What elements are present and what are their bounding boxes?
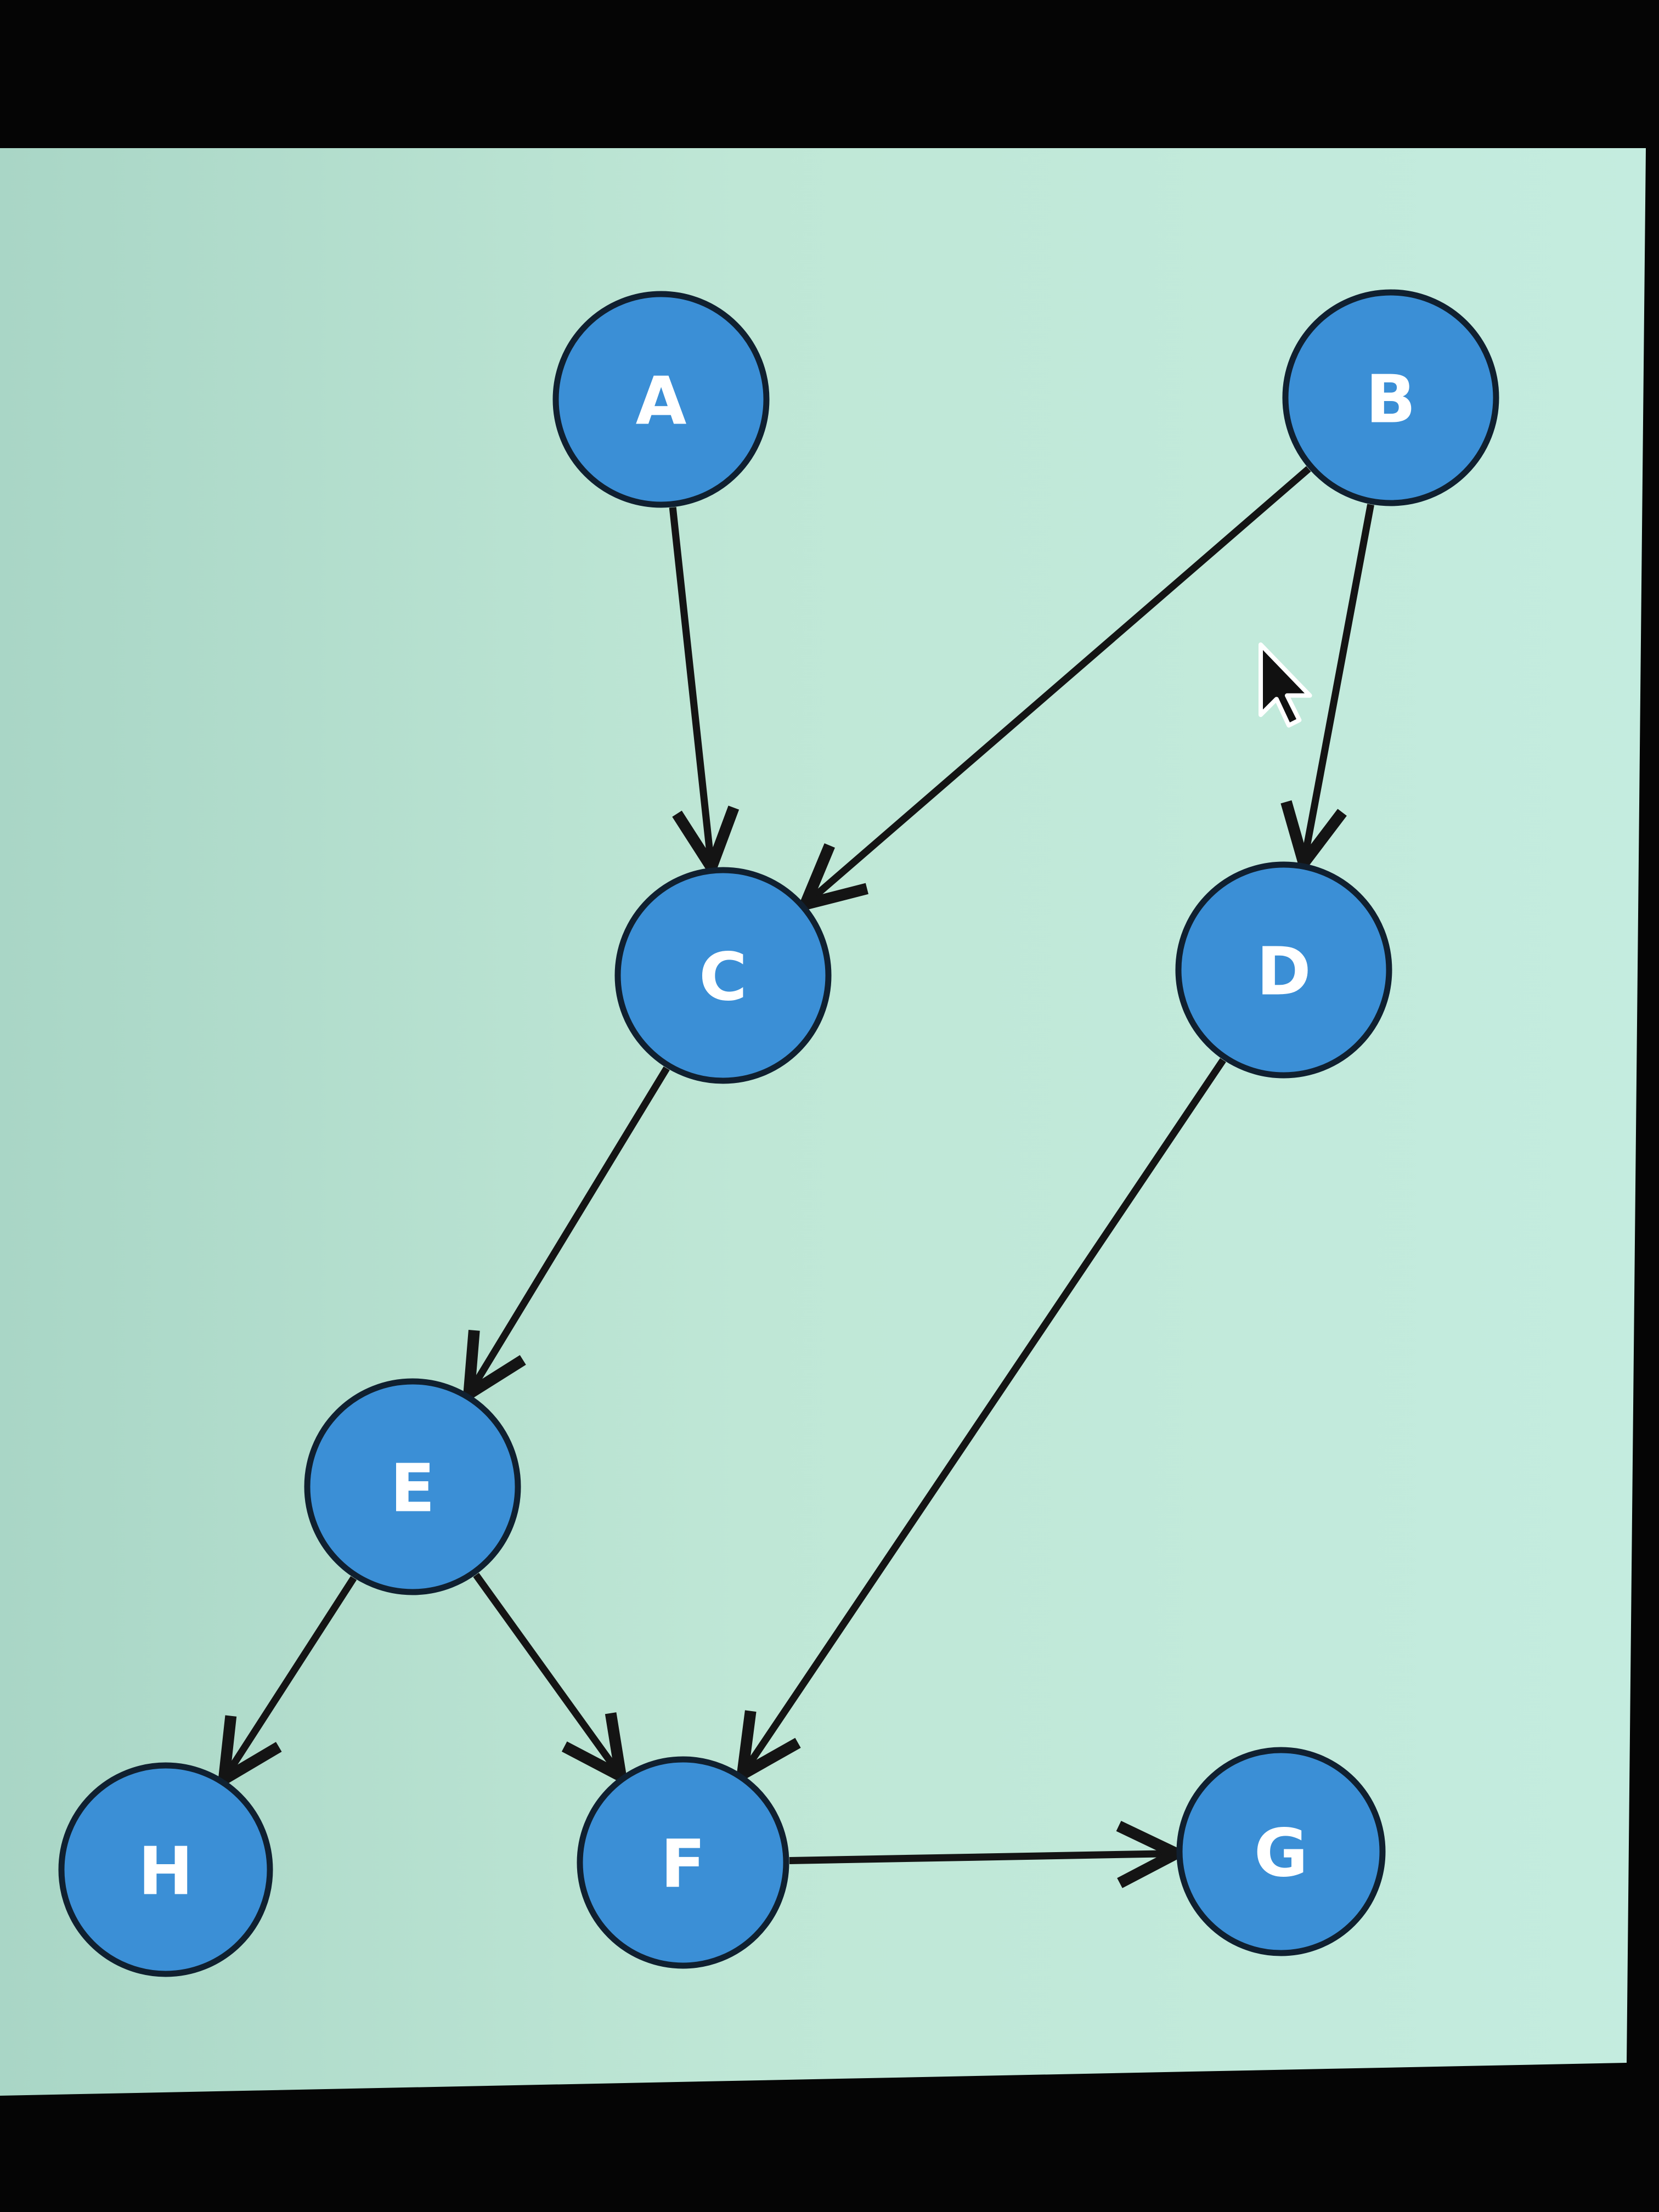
node-e[interactable]: E [304, 1378, 521, 1595]
edge-c-to-e [469, 1066, 670, 1394]
node-c-circle [614, 867, 832, 1084]
node-a[interactable]: A [552, 291, 770, 508]
edge-d-to-f [742, 1058, 1226, 1774]
node-f-circle [577, 1756, 789, 1969]
node-f[interactable]: F [577, 1756, 789, 1969]
node-e-label: E [390, 1451, 435, 1527]
node-h[interactable]: H [58, 1762, 273, 1977]
edge-b-to-d [1304, 504, 1375, 864]
edge-e-to-h [224, 1576, 357, 1779]
node-b-circle [1282, 289, 1499, 506]
edges [224, 466, 1375, 1861]
node-d-circle [1175, 861, 1392, 1079]
edge-f-to-g [789, 1854, 1176, 1861]
node-b[interactable]: B [1282, 289, 1499, 506]
edge-a-to-c [669, 507, 712, 867]
node-c[interactable]: C [614, 867, 832, 1084]
node-g-label: G [1254, 1816, 1308, 1892]
nodes: A B C D E F G [58, 289, 1499, 1977]
node-g-circle [1176, 1747, 1386, 1956]
node-f-label: F [661, 1827, 706, 1903]
diagram-background [0, 148, 1646, 2096]
edge-e-to-f [473, 1572, 621, 1776]
node-a-label: A [636, 364, 687, 440]
node-h-circle [58, 1762, 273, 1977]
node-b-label: B [1365, 362, 1415, 438]
node-d[interactable]: D [1175, 861, 1392, 1079]
edge-b-to-c [805, 466, 1311, 905]
node-g[interactable]: G [1176, 1747, 1386, 1956]
node-a-circle [552, 291, 770, 508]
node-c-label: C [699, 940, 747, 1016]
node-e-circle [304, 1378, 521, 1595]
node-h-label: H [138, 1834, 193, 1910]
arrow-cursor-icon [1258, 642, 1312, 728]
node-d-label: D [1256, 934, 1311, 1011]
